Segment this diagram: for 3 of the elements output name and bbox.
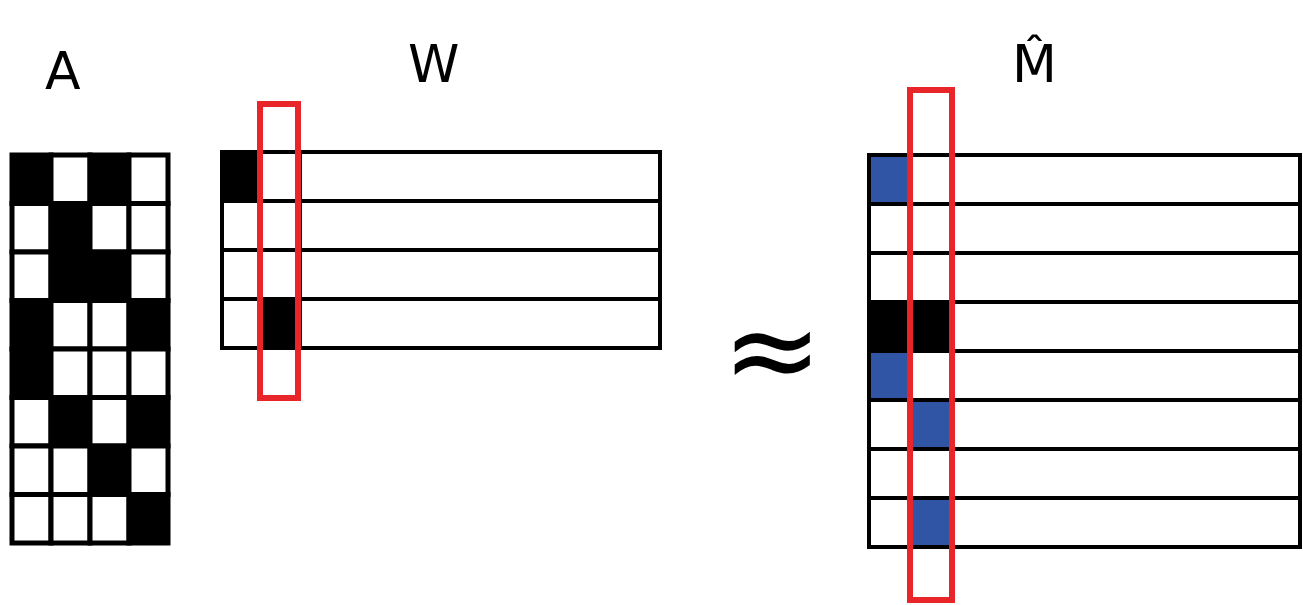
- approx-symbol: ≈: [722, 290, 823, 410]
- matrix-label: A: [45, 45, 81, 97]
- matrix-label: W: [408, 38, 460, 90]
